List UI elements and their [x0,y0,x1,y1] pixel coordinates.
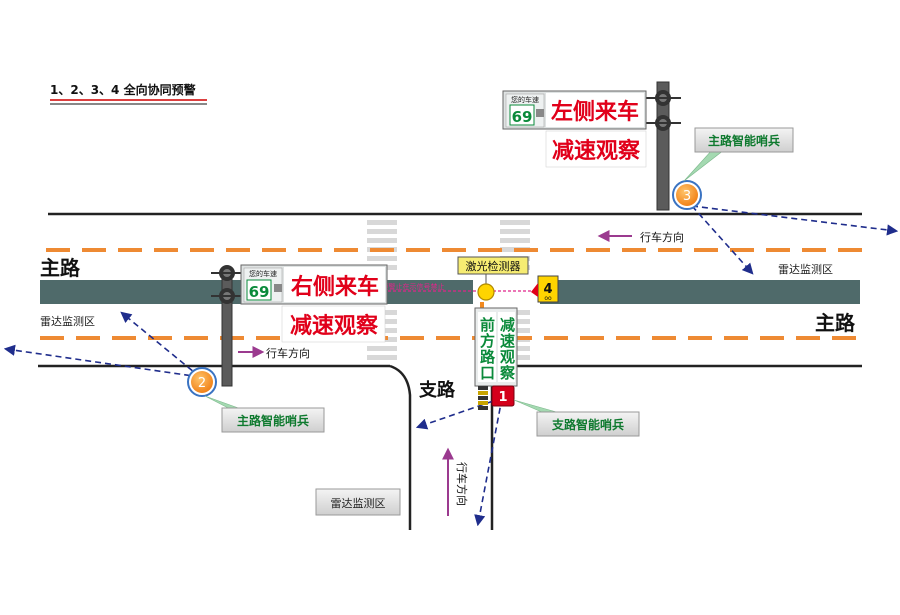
radar-zone-right: 雷达监测区 [778,263,833,276]
sentinel-4-emitter [531,283,538,297]
sentinel-3-pole [645,81,681,211]
branch-sign-right: 减速观察 [498,316,516,381]
sign-left-line2: 减速观察 [290,313,379,339]
sentinel-3-badge: 3 [672,180,702,210]
laser-beam-text: 激光智能路口预警止在示信号禁止 [340,282,445,291]
main-road-label-left: 主路 [40,256,81,280]
sentinel-2-pole [211,265,243,387]
sentinel-1-label: 支路智能哨兵 [551,417,624,432]
sentinel-2-badge: 2 [187,367,217,397]
sign-top-line2: 减速观察 [552,138,641,164]
sign-left-speed: 69 [249,283,270,301]
branch-road-label: 支路 [418,379,456,401]
laser-detector-label: 激光检测器 [466,259,521,273]
sentinel-4-device: 4 oo [531,275,559,303]
branch-sign-left: 前方路口 [478,316,496,381]
svg-text:oo: oo [544,295,552,302]
sentinel-1-number: 1 [498,390,507,405]
direction-top-label: 行车方向 [640,230,684,244]
sentinel-3-label: 主路智能哨兵 [708,133,780,148]
callout-sentinel-1: 支路智能哨兵 [513,399,640,437]
median-band-right [540,280,860,304]
callout-sentinel-3: 主路智能哨兵 [683,127,794,182]
warning-sign-top: 您的车速 69 左侧来车 减速观察 [502,90,647,168]
sentinel-3-number: 3 [683,189,691,204]
sign-top-line1: 左侧来车 [551,99,639,125]
radar-arrow-1-left [415,397,503,430]
callout-sentinel-2: 主路智能哨兵 [204,395,325,433]
radar-arrows [3,205,899,527]
radar-arrow-2-up [120,311,201,378]
sign-top-speed: 69 [512,108,533,126]
branch-road-left-edge [389,364,412,530]
direction-branch-label: 行车方向 [455,462,469,506]
direction-middle-label: 行车方向 [266,346,310,360]
warning-sign-left: 您的车速 69 右侧来车 减速观察 [240,264,388,343]
direction-middle: 行车方向 [238,346,310,360]
radar-arrow-2-left [3,344,201,378]
sign-top-speed-caption: 您的车速 [511,95,539,104]
main-road-label-right: 主路 [815,311,856,335]
sign-left-line1: 右侧来车 [291,274,379,300]
legend-title: 1、2、3、4 全向协同预警 [50,82,196,97]
sentinel-4-number: 4 [543,282,552,297]
sign-left-speed-caption: 您的车速 [249,269,277,278]
legend: 1、2、3、4 全向协同预警 [50,82,207,105]
sentinel-2-number: 2 [198,376,206,391]
direction-top: 行车方向 [597,230,684,244]
radar-zone-bottom-box: 雷达监测区 [315,488,401,516]
radar-zone-left: 雷达监测区 [40,315,95,328]
direction-branch: 行车方向 [442,447,469,516]
branch-sign: 前方路口 减速观察 [474,302,518,410]
radar-zone-bottom: 雷达监测区 [331,497,386,510]
radar-arrow-3-down [691,205,754,275]
sentinel-1-badge: 1 [491,385,515,407]
radar-arrow-3-right [691,205,899,236]
sentinel-2-label: 主路智能哨兵 [237,413,309,428]
radar-arrow-1-down [474,397,503,527]
laser-detector: 激光检测器 [457,256,529,301]
